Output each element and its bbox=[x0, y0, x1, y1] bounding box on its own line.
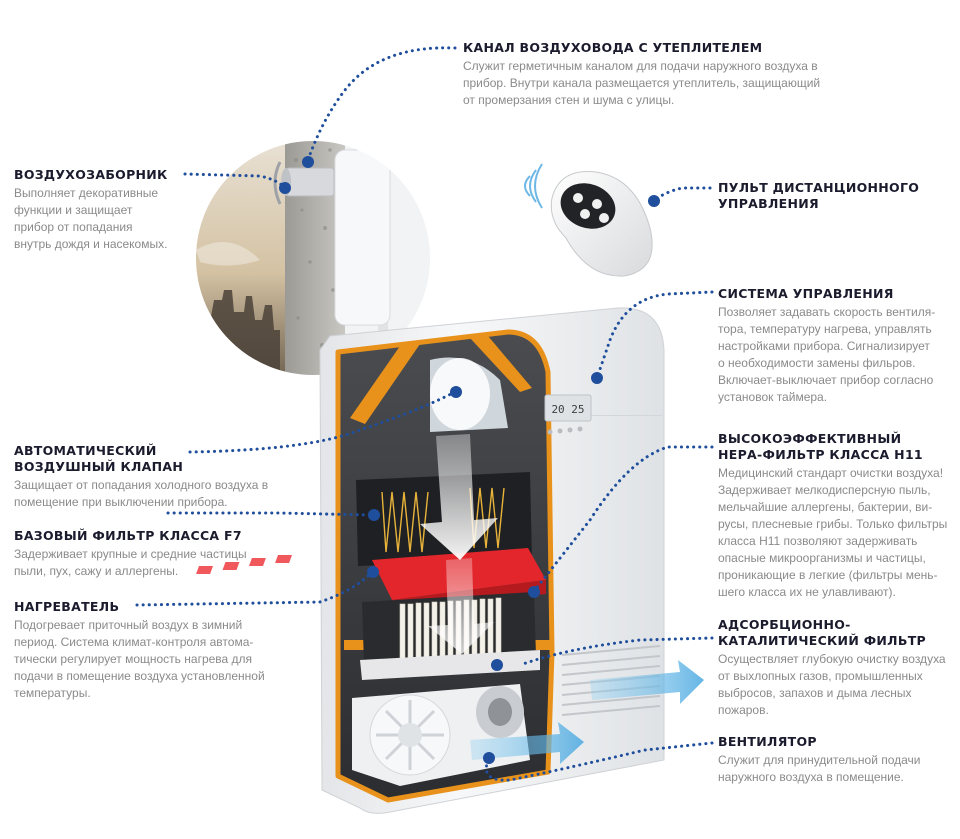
label-heater-desc: Подогревает приточный воздух в зимний пе… bbox=[14, 618, 265, 700]
label-control-desc: Позволяет задавать скорость вентиля- тор… bbox=[718, 305, 936, 404]
label-fan-desc: Служит для принудительной подачи наружно… bbox=[718, 753, 921, 784]
leader-endpoints bbox=[279, 156, 660, 764]
leader-lines bbox=[135, 46, 714, 782]
label-f7-title: БАЗОВЫЙ ФИЛЬТР КЛАССА F7 bbox=[14, 528, 242, 543]
ventilator-unit: 20 25 bbox=[196, 307, 704, 814]
label-remote: ПУЛЬТ ДИСТАНЦИОННОГО УПРАВЛЕНИЯ bbox=[718, 180, 938, 212]
label-adsorb: АДСОРБЦИОННО- КАТАЛИТИЧЕСКИЙ ФИЛЬТР Осущ… bbox=[718, 617, 958, 719]
label-adsorb-desc: Осуществляет глубокую очистку воздуха от… bbox=[718, 652, 946, 717]
label-valve-desc: Защищает от попадания холодного воздуха … bbox=[14, 478, 269, 509]
label-intake: ВОЗДУХОЗАБОРНИК Выполняет декоративные ф… bbox=[14, 167, 194, 253]
label-duct: КАНАЛ ВОЗДУХОВОДА С УТЕПЛИТЕЛЕМ Служит г… bbox=[463, 40, 843, 109]
label-hepa: ВЫСОКОЭФФЕКТИВНЫЙ НЕРА-ФИЛЬТР КЛАССА Н11… bbox=[718, 431, 958, 601]
label-control: СИСТЕМА УПРАВЛЕНИЯ Позволяет задавать ск… bbox=[718, 286, 958, 406]
label-duct-desc: Служит герметичным каналом для подачи на… bbox=[463, 59, 821, 107]
remote-control bbox=[524, 163, 653, 277]
label-fan-title: ВЕНТИЛЯТОР bbox=[718, 734, 817, 749]
label-heater: НАГРЕВАТЕЛЬ Подогревает приточный воздух… bbox=[14, 599, 284, 702]
label-control-title: СИСТЕМА УПРАВЛЕНИЯ bbox=[718, 286, 894, 301]
display-readout: 20 25 bbox=[551, 403, 584, 416]
label-intake-desc: Выполняет декоративные функции и защищае… bbox=[14, 186, 168, 251]
label-intake-title: ВОЗДУХОЗАБОРНИК bbox=[14, 167, 168, 182]
label-heater-title: НАГРЕВАТЕЛЬ bbox=[14, 599, 120, 614]
label-f7: БАЗОВЫЙ ФИЛЬТР КЛАССА F7 Задерживает кру… bbox=[14, 528, 274, 580]
label-f7-desc: Задерживает крупные и средние частицы пы… bbox=[14, 547, 247, 578]
label-adsorb-title: АДСОРБЦИОННО- КАТАЛИТИЧЕСКИЙ ФИЛЬТР bbox=[718, 617, 926, 648]
label-remote-title: ПУЛЬТ ДИСТАНЦИОННОГО УПРАВЛЕНИЯ bbox=[718, 180, 920, 211]
label-hepa-title: ВЫСОКОЭФФЕКТИВНЫЙ НЕРА-ФИЛЬТР КЛАССА Н11 bbox=[718, 431, 923, 462]
label-valve: АВТОМАТИЧЕСКИЙ ВОЗДУШНЫЙ КЛАПАН Защищает… bbox=[14, 443, 284, 511]
label-hepa-desc: Медицинский стандарт очистки воздуха! За… bbox=[718, 466, 948, 599]
label-fan: ВЕНТИЛЯТОР Служит для принудительной под… bbox=[718, 734, 958, 786]
control-display: 20 25 bbox=[544, 394, 592, 435]
label-duct-title: КАНАЛ ВОЗДУХОВОДА С УТЕПЛИТЕЛЕМ bbox=[463, 40, 763, 55]
label-valve-title: АВТОМАТИЧЕСКИЙ ВОЗДУШНЫЙ КЛАПАН bbox=[14, 443, 184, 474]
